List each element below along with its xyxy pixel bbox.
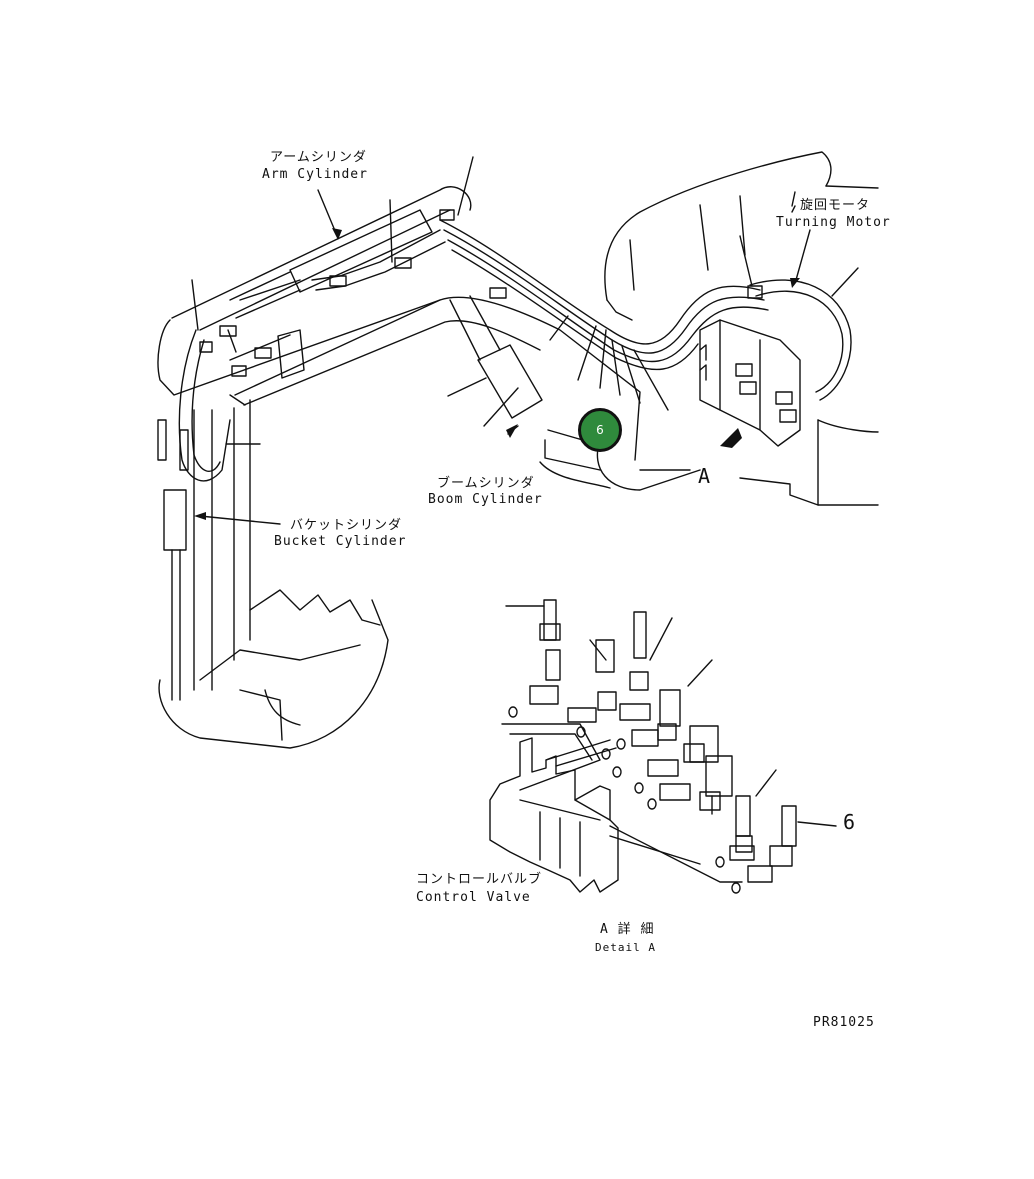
turning-motor-label-jp: 旋回モータ [800,198,871,213]
bucket-cylinder [157,419,189,701]
boom-cylinder-label-en: Boom Cylinder [428,492,543,507]
arrowheads [194,228,800,520]
arm-cylinder-label-jp: アームシリンダ [270,150,367,165]
bucket-cylinder-label-jp: バケットシリンダ [290,518,403,533]
bucket [158,589,389,749]
control-valve-label-jp: コントロールバルブ [416,872,543,887]
turning-motor-label-en: Turning Motor [776,215,891,230]
arm-cylinder-label-en: Arm Cylinder [262,167,368,182]
arm-cylinder [229,209,433,319]
part-callout-number: 6 [843,810,856,834]
hydraulic-hoses [178,219,852,482]
boom-cylinder [449,295,543,419]
detail-a-drawing [489,599,837,894]
leader-lines [191,156,859,525]
upper-structure [604,151,879,506]
control-valve-assembly [699,319,801,447]
boom-cylinder-label-jp: ブームシリンダ [437,476,535,491]
bucket-cylinder-label-en: Bucket Cylinder [274,534,407,549]
part-6-callout-badge[interactable]: 6 [578,408,622,452]
arm [157,186,472,691]
boom [229,296,701,491]
drawing-number: PR81025 [813,1015,875,1030]
control-valve-label-en: Control Valve [416,890,531,905]
hose-fittings [199,209,797,423]
detail-a-title-jp: A 詳 細 [600,922,655,937]
detail-a-title-en: Detail A [595,941,656,954]
view-arrow-label: A [698,464,711,488]
